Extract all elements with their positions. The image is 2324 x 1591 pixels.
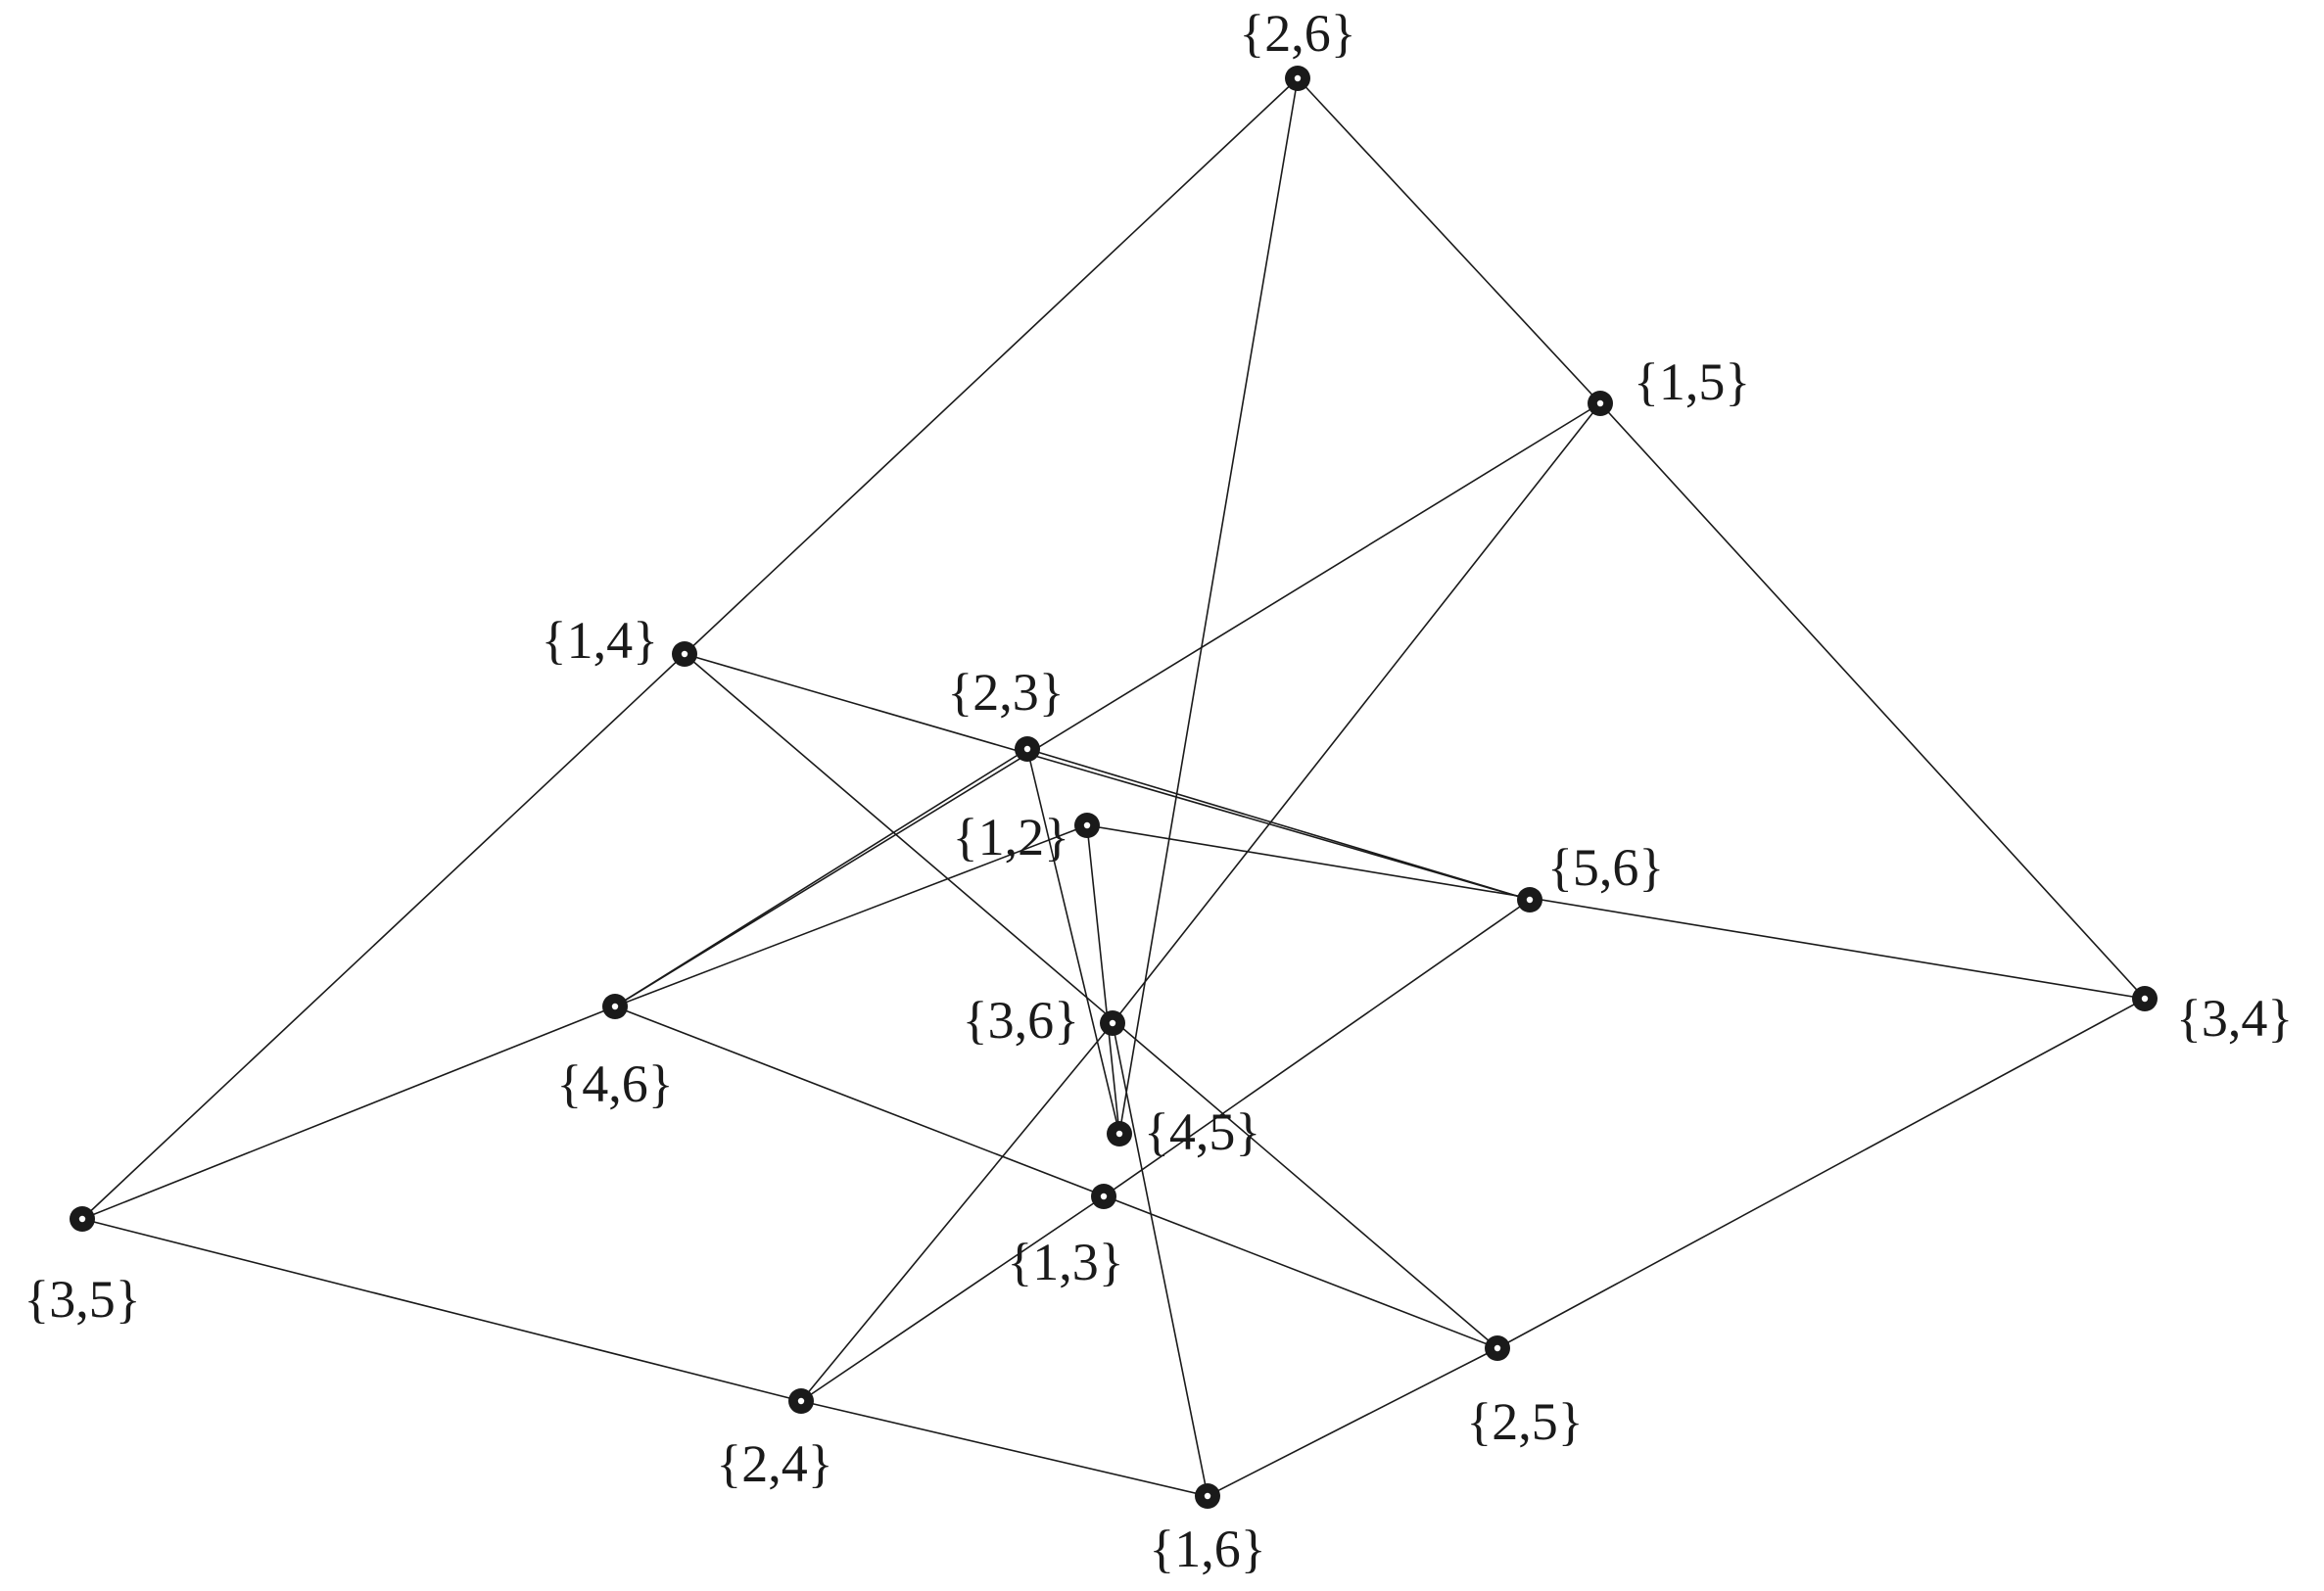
node-dot-center bbox=[1023, 745, 1031, 753]
node-26 bbox=[1285, 66, 1310, 91]
node-35 bbox=[70, 1206, 95, 1232]
node-label-46: {4,6} bbox=[556, 1054, 673, 1113]
edge-26-45 bbox=[1118, 77, 1299, 1135]
node-56 bbox=[1517, 887, 1542, 912]
node-dot-center bbox=[1109, 1019, 1116, 1027]
node-label-24: {2,4} bbox=[716, 1434, 832, 1493]
edge-layer bbox=[81, 77, 2146, 1497]
node-24 bbox=[788, 1388, 814, 1414]
node-dot-center bbox=[797, 1397, 805, 1405]
edge-15-34 bbox=[1599, 402, 2146, 1000]
edge-12-45 bbox=[1086, 824, 1120, 1135]
node-label-23: {2,3} bbox=[947, 663, 1064, 722]
node-25 bbox=[1485, 1335, 1510, 1361]
node-34 bbox=[2132, 986, 2158, 1011]
edge-13-24 bbox=[800, 1195, 1105, 1402]
edge-15-46 bbox=[614, 402, 1601, 1007]
edge-46-35 bbox=[81, 1006, 616, 1220]
node-label-26: {2,6} bbox=[1239, 4, 1355, 63]
node-dot-center bbox=[1204, 1492, 1211, 1500]
label-layer: {2,6} {1,5} {1,4} {2,3} {1,2} {5,6} {4,6} {3,6}… bbox=[24, 4, 2293, 1578]
node-dot-center bbox=[2141, 995, 2149, 1003]
node-label-12: {1,2} bbox=[953, 808, 1069, 866]
edge-23-56 bbox=[1026, 748, 1531, 901]
edge-36-16 bbox=[1112, 1022, 1209, 1497]
node-45 bbox=[1107, 1121, 1132, 1146]
node-label-14: {1,4} bbox=[542, 611, 658, 670]
edge-24-16 bbox=[800, 1400, 1209, 1497]
node-12 bbox=[1074, 813, 1100, 838]
node-label-56: {5,6} bbox=[1547, 838, 1664, 897]
node-layer bbox=[70, 66, 2158, 1509]
edge-36-24 bbox=[800, 1022, 1114, 1402]
node-label-13: {1,3} bbox=[1007, 1233, 1123, 1291]
node-dot-center bbox=[1115, 1130, 1123, 1138]
edge-26-15 bbox=[1297, 77, 1601, 404]
edge-12-46 bbox=[614, 824, 1088, 1007]
node-16 bbox=[1195, 1483, 1220, 1509]
node-dot-center bbox=[681, 650, 688, 658]
node-46 bbox=[602, 994, 628, 1019]
edge-46-25 bbox=[614, 1006, 1498, 1349]
node-dot-center bbox=[611, 1003, 619, 1010]
edge-35-24 bbox=[81, 1218, 802, 1402]
node-label-34: {3,4} bbox=[2176, 989, 2293, 1048]
edge-23-46 bbox=[614, 748, 1028, 1007]
node-dot-center bbox=[1294, 74, 1302, 82]
node-label-15: {1,5} bbox=[1634, 352, 1750, 411]
node-dot-center bbox=[1494, 1344, 1501, 1352]
edge-12-34 bbox=[1086, 824, 2146, 1000]
edge-14-25 bbox=[684, 653, 1498, 1349]
node-23 bbox=[1015, 736, 1040, 762]
edge-15-36 bbox=[1112, 402, 1601, 1024]
node-label-16: {1,6} bbox=[1149, 1520, 1265, 1578]
node-15 bbox=[1588, 391, 1613, 416]
node-13 bbox=[1091, 1184, 1116, 1209]
edge-16-25 bbox=[1207, 1347, 1498, 1497]
node-14 bbox=[672, 641, 697, 667]
node-dot-center bbox=[1526, 896, 1534, 904]
node-dot-center bbox=[78, 1215, 86, 1223]
edge-23-45 bbox=[1026, 748, 1120, 1135]
node-dot-center bbox=[1596, 399, 1604, 407]
edge-14-35 bbox=[81, 653, 686, 1220]
edge-56-13 bbox=[1103, 899, 1531, 1197]
node-label-35: {3,5} bbox=[24, 1270, 140, 1329]
node-label-45: {4,5} bbox=[1144, 1102, 1260, 1161]
node-36 bbox=[1100, 1010, 1125, 1036]
node-label-25: {2,5} bbox=[1466, 1392, 1583, 1451]
node-dot-center bbox=[1083, 821, 1091, 829]
node-dot-center bbox=[1100, 1193, 1108, 1200]
edge-34-25 bbox=[1496, 998, 2146, 1349]
node-label-36: {3,6} bbox=[963, 991, 1079, 1050]
edge-14-56 bbox=[684, 653, 1531, 901]
edge-26-14 bbox=[684, 77, 1299, 655]
